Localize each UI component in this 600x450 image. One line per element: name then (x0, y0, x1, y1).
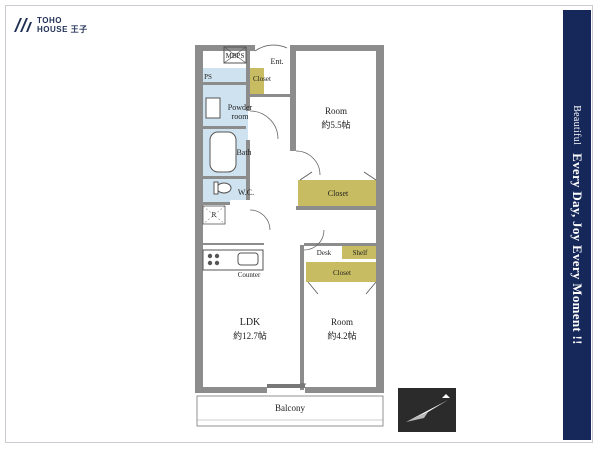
label-entrance: Ent. (270, 57, 283, 66)
balcony-outline (196, 395, 384, 427)
label-ldk: LDK (240, 317, 261, 328)
label-ps: PS (204, 73, 212, 81)
label-shelf: Shelf (353, 249, 368, 257)
label-closet-south: Closet (333, 269, 351, 277)
toilet (216, 182, 232, 194)
label-ldk-size: 約12.7帖 (233, 330, 267, 341)
label-mbps: MBPS (226, 52, 245, 60)
kitchen-sink (237, 252, 259, 266)
label-room-south-size: 約4.2帖 (327, 330, 356, 341)
compass (398, 388, 456, 432)
brand-logo: TOHO HOUSE 王子 (12, 12, 88, 38)
washbasin (205, 97, 221, 119)
balcony-door (267, 384, 305, 388)
label-room-north: Room (325, 106, 347, 116)
slogan-banner: Beautiful Every Day, Joy Every Moment !! (563, 10, 591, 440)
label-room-north-size: 約5.5帖 (321, 119, 350, 130)
closet-doors (299, 171, 377, 295)
mbps-box (223, 46, 247, 64)
shelf-fill (342, 245, 378, 259)
page-border (5, 5, 593, 443)
brand-line-2: HOUSE 王子 (37, 25, 88, 34)
brand-mark-icon (14, 18, 32, 32)
bathtub (209, 131, 237, 173)
label-room-south: Room (331, 317, 353, 327)
label-counter: Counter (238, 271, 261, 279)
label-r: R (212, 211, 217, 219)
north-arrow-icon (406, 394, 450, 422)
label-balcony: Balcony (275, 403, 305, 413)
door-swings (249, 44, 325, 251)
label-wc: W.C. (238, 188, 254, 197)
brand-line-1: TOHO (37, 16, 62, 25)
label-closet-entrance: Closet (253, 75, 271, 83)
label-bath: Bath (236, 148, 251, 157)
refrigerator-space (202, 205, 226, 225)
brand-name: TOHO HOUSE 王子 (37, 16, 88, 34)
entrance-closet-fill (250, 68, 264, 94)
label-closet-north: Closet (328, 189, 349, 198)
label-powder-room-1: Powder (228, 103, 253, 112)
south-closet-fill (306, 262, 378, 282)
north-closet-fill (298, 180, 378, 206)
label-desk: Desk (317, 249, 332, 257)
interior-walls (200, 51, 380, 390)
label-powder-room-2: room (232, 112, 250, 121)
